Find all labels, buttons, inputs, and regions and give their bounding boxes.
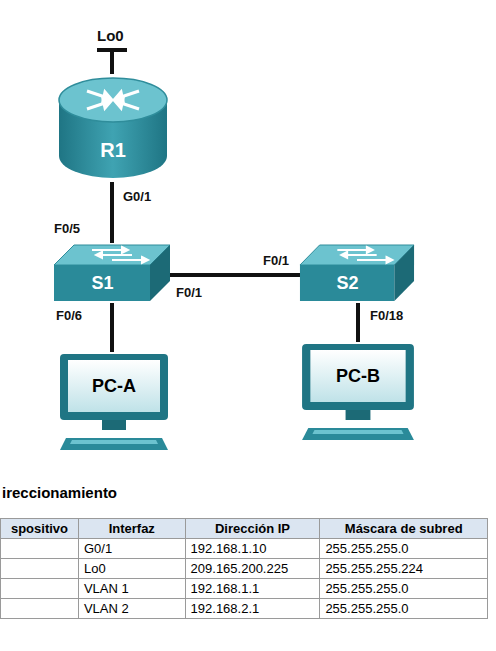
table-cell: Máscara de subred <box>345 521 463 536</box>
interface-label: F0/1 <box>176 285 202 300</box>
table-cell: 255.255.255.0 <box>325 601 408 616</box>
network-link <box>356 303 360 342</box>
interface-label: F0/5 <box>54 221 80 236</box>
table-cell: 192.168.1.1 <box>191 581 260 596</box>
interface-label: Lo0 <box>97 27 124 44</box>
device-name: PC-B <box>336 366 380 387</box>
loopback-bar <box>97 48 127 52</box>
pc-icon: PC-A <box>58 352 170 452</box>
router-icon: R1 <box>57 70 169 182</box>
interface-label: F0/1 <box>263 253 289 268</box>
network-link <box>110 182 114 243</box>
table-cell: Dirección IP <box>215 521 290 536</box>
table-cell: 192.168.1.10 <box>191 541 267 556</box>
switch-icon: S1 <box>52 243 172 303</box>
table-cell: 255.255.255.0 <box>325 541 408 556</box>
switch-icon: S2 <box>298 243 416 303</box>
pc-shape <box>300 342 416 442</box>
table-cell: VLAN 2 <box>84 601 129 616</box>
address-table: spositivo Interfaz Dirección IP Máscara de … <box>0 518 488 619</box>
table-cell: G0/1 <box>84 541 112 556</box>
table-cell: 209.165.200.225 <box>191 561 289 576</box>
network-link <box>110 303 114 352</box>
pc-shape <box>58 352 170 452</box>
network-link <box>168 273 302 277</box>
device-name: S2 <box>337 273 359 294</box>
interface-label: F0/6 <box>56 308 82 323</box>
switch-shape <box>52 243 172 303</box>
section-heading: ireccionamiento <box>2 484 117 501</box>
table-cell: Lo0 <box>84 561 106 576</box>
device-name: S1 <box>91 273 113 294</box>
table-cell: Interfaz <box>109 521 155 536</box>
table-cell: 255.255.255.224 <box>325 561 423 576</box>
table-cell: 255.255.255.0 <box>325 581 408 596</box>
device-name: PC-A <box>92 376 136 397</box>
interface-label: F0/18 <box>370 308 403 323</box>
pc-icon: PC-B <box>300 342 416 442</box>
table-cell: spositivo <box>11 521 68 536</box>
device-name: R1 <box>100 139 126 162</box>
interface-label: G0/1 <box>123 189 151 204</box>
router-shape <box>57 70 169 182</box>
loopback-stub <box>110 50 114 74</box>
table-cell: 192.168.2.1 <box>191 601 260 616</box>
table-cell: VLAN 1 <box>84 581 129 596</box>
switch-shape <box>298 243 416 303</box>
